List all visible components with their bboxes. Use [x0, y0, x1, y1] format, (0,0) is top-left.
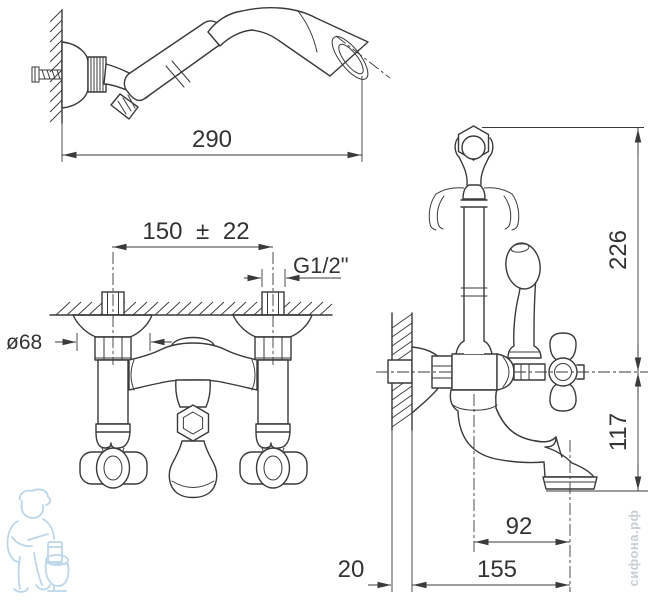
mixer-body: [451, 353, 498, 391]
dimension-150-22: 150 ± 22: [112, 218, 273, 251]
dimension-290: 290: [61, 76, 363, 162]
dim-spout-reach: 92: [506, 513, 533, 540]
dimension-dia68: ø68: [6, 331, 172, 354]
dim-center-distance: 150 ± 22: [142, 218, 249, 245]
dimension-20: 20: [338, 556, 391, 589]
dim-body-height: 226: [605, 230, 632, 270]
spout-housing: [175, 379, 211, 408]
bridge-body: [128, 342, 258, 391]
dimension-117: 117: [605, 372, 642, 491]
lever-handle: [505, 242, 542, 359]
shower-head: [207, 7, 391, 80]
dim-flange-diameter: ø68: [6, 331, 42, 354]
hose-inlet-knurl: [110, 93, 139, 120]
thread-callout: G1/2": [244, 253, 349, 287]
front-view: 150 ± 22 G1/2" ø68: [6, 218, 349, 499]
phantom-handshower: [428, 187, 520, 231]
wall-fitting: [387, 359, 413, 384]
handle-adapter: [496, 353, 546, 391]
dim-spout-height: 117: [605, 413, 632, 451]
front-wall-hatch: [55, 301, 333, 316]
dim-hand-shower-length: 290: [192, 126, 232, 153]
dimension-92: 92: [474, 513, 570, 546]
cross-handle: [548, 332, 585, 412]
bracket-dome: [61, 41, 89, 109]
thread-label: G1/2": [293, 253, 349, 278]
watermark-site-text: сифона.рф: [626, 510, 641, 587]
screw: [31, 66, 63, 83]
wall-hatch: [49, 9, 63, 124]
spout-hex-nut: [176, 404, 210, 442]
hand-shower-view: 290: [31, 7, 391, 162]
plumber-watermark-logo: [6, 488, 70, 593]
dim-total-reach: 155: [477, 556, 517, 583]
dimension-155: 155: [412, 556, 570, 589]
front-valve-left: [72, 252, 153, 489]
spout-bell: [168, 440, 218, 499]
dimension-226: 226: [605, 128, 642, 372]
column: [454, 125, 494, 355]
bracket-knurl: [87, 56, 107, 93]
dim-wall-projection: 20: [338, 556, 365, 583]
side-view: 226 117 92 155 20: [338, 125, 648, 592]
